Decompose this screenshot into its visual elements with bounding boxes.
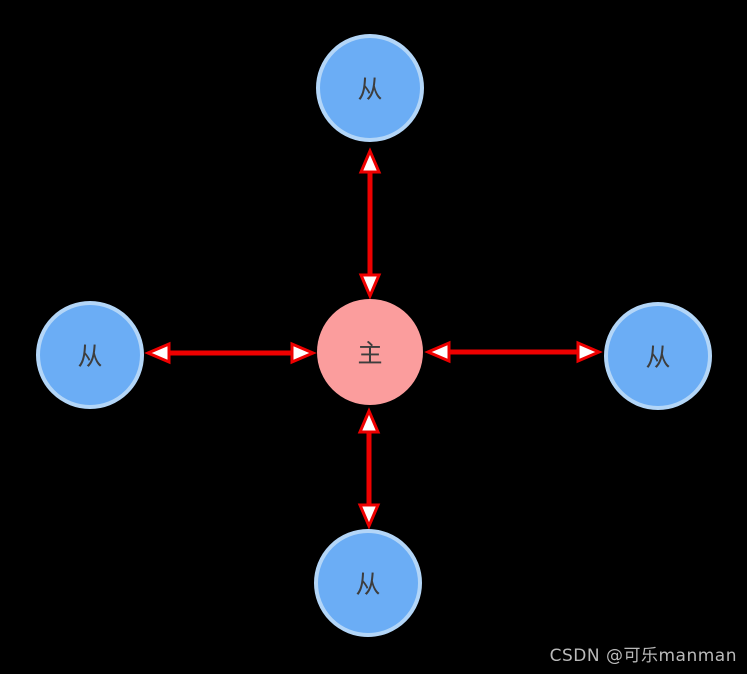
arrow-center-right xyxy=(424,340,603,364)
arrow-center-bottom xyxy=(357,407,381,530)
arrowhead-right-icon xyxy=(290,341,317,365)
arrow-center-top xyxy=(358,147,382,300)
node-label: 从 xyxy=(645,343,671,372)
arrowhead-down-icon xyxy=(357,503,381,530)
arrowhead-left-icon xyxy=(424,340,451,364)
slave-node-left: 从 xyxy=(36,301,144,409)
arrowhead-left-icon xyxy=(144,341,171,365)
master-node: 主 xyxy=(317,299,423,405)
node-label: 从 xyxy=(355,570,381,599)
watermark: CSDN @可乐manman xyxy=(549,646,737,666)
arrow-center-left xyxy=(144,341,317,365)
arrowhead-up-icon xyxy=(357,407,381,434)
arrowhead-down-icon xyxy=(358,273,382,300)
node-label: 从 xyxy=(77,342,103,371)
slave-node-right: 从 xyxy=(604,302,712,410)
node-label: 主 xyxy=(357,339,383,368)
arrowhead-up-icon xyxy=(358,147,382,174)
slave-node-bottom: 从 xyxy=(314,529,422,637)
node-label: 从 xyxy=(357,75,383,104)
slave-node-top: 从 xyxy=(316,34,424,142)
arrowhead-right-icon xyxy=(576,340,603,364)
